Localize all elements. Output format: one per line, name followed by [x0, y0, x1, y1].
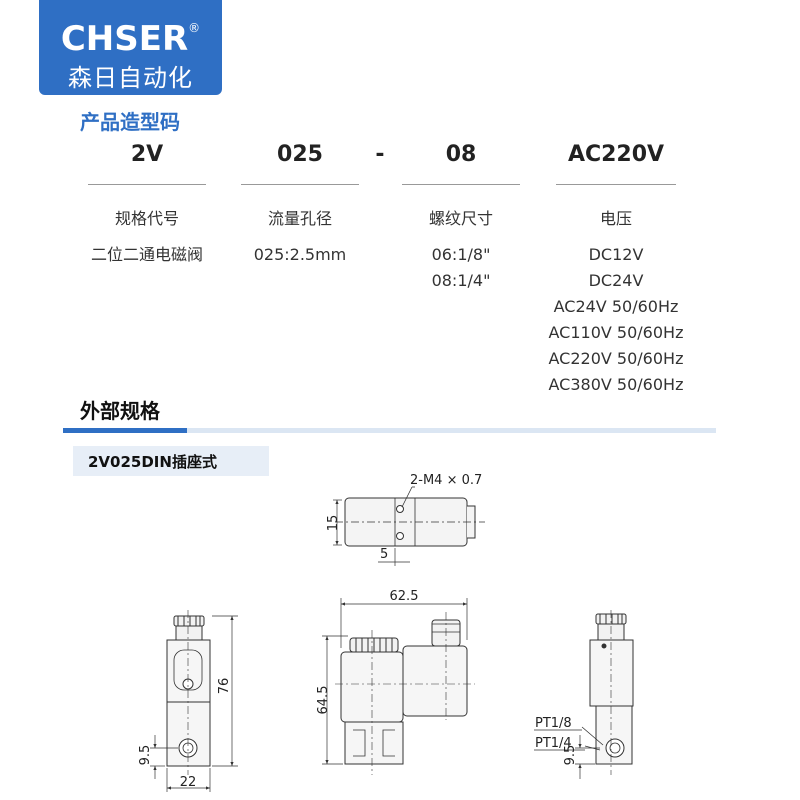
section-divider [63, 428, 716, 433]
code-underline [241, 184, 359, 185]
code-underline [88, 184, 206, 185]
code-separator: - [375, 142, 385, 167]
screw-hole [396, 505, 404, 513]
voltage-value: AC24V 50/60Hz [553, 297, 679, 316]
thread-value: 06:1/8" [431, 245, 491, 264]
code-underline [556, 184, 676, 185]
voltage-value: AC380V 50/60Hz [548, 375, 684, 394]
dim-side-bottom: 9.5 [138, 745, 153, 766]
right-view-body [595, 705, 633, 765]
code-part-orifice: 025 [277, 142, 323, 167]
dim-right-bottom: 9.5 [563, 745, 578, 766]
voltage-value: AC110V 50/60Hz [548, 323, 684, 342]
orifice-value: 025:2.5mm [253, 245, 347, 264]
dim-front-height: 64.5 [316, 686, 331, 715]
front-view-connector [402, 645, 468, 717]
column-label-voltage: 电压 [599, 209, 632, 228]
column-label-spec: 规格代号 [114, 209, 179, 228]
side-view [150, 610, 238, 792]
product-code-title: 产品造型码 [80, 110, 180, 134]
voltage-value: DC12V [588, 245, 644, 264]
code-part-voltage: AC220V [567, 142, 665, 167]
brand-name: CHSER® [60, 19, 201, 59]
dim-side-width: 22 [180, 775, 197, 790]
code-underline [402, 184, 520, 185]
front-view [322, 598, 475, 775]
port-hole [605, 738, 625, 758]
external-spec-title: 外部规格 [80, 399, 160, 423]
voltage-value: DC24V [588, 271, 644, 290]
code-part-thread: 08 [445, 142, 477, 167]
dim-top-offset: 5 [380, 547, 388, 562]
column-label-thread: 螺纹尺寸 [428, 209, 493, 228]
port-label-pt18: PT1/8 [535, 716, 572, 731]
dim-front-width: 62.5 [390, 589, 419, 604]
brand-logo: CHSER® 森日自动化 [39, 0, 222, 95]
right-view-coil [589, 639, 634, 707]
dim-side-height: 76 [217, 678, 232, 695]
model-tag: 2V025DIN插座式 [73, 446, 269, 476]
voltage-value: AC220V 50/60Hz [548, 349, 684, 368]
column-label-orifice: 流量孔径 [267, 209, 332, 228]
code-part-spec: 2V [130, 142, 164, 167]
side-view-coil [166, 639, 211, 703]
brand-chinese-name: 森日自动化 [68, 64, 193, 92]
thread-value: 08:1/4" [431, 271, 491, 290]
spec-value: 二位二通电磁阀 [90, 245, 203, 264]
dim-top-height: 15 [326, 515, 341, 532]
section-divider-accent [63, 428, 187, 433]
front-view-body [344, 721, 404, 765]
thread-label: 2-M4 × 0.7 [410, 473, 482, 488]
right-view [534, 610, 634, 779]
top-view [333, 486, 485, 566]
screw-hole [396, 532, 404, 540]
port-label-pt14: PT1/4 [535, 736, 572, 751]
model-tag-label: 2V025DIN插座式 [88, 453, 217, 471]
